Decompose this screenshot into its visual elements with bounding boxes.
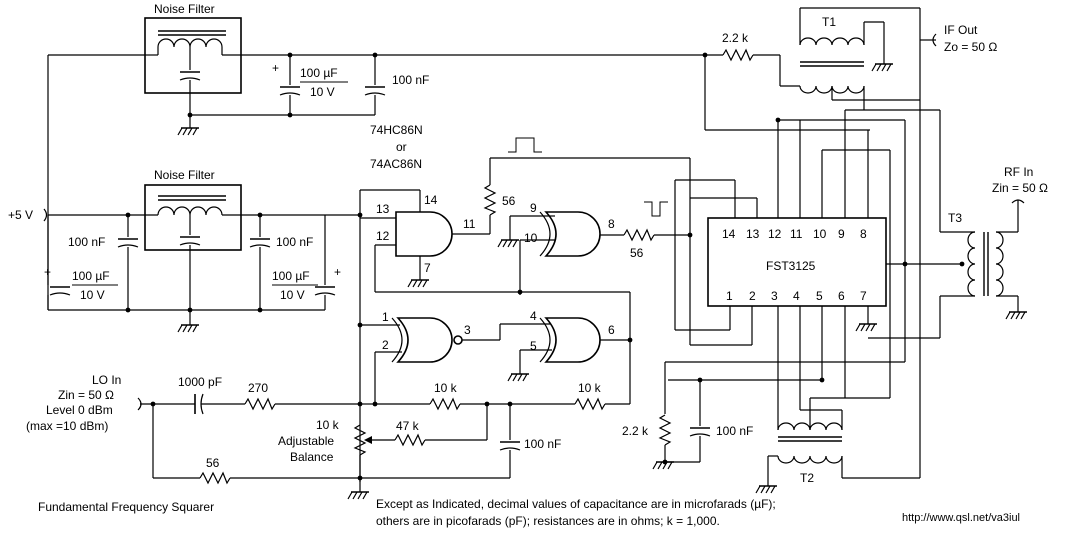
t1-label: T1	[822, 15, 836, 29]
fst-pin-5: 5	[816, 289, 823, 303]
fst-pin-2: 2	[749, 289, 756, 303]
fst-pin-12: 12	[768, 227, 782, 241]
note-line1: Except as Indicated, decimal values of c…	[376, 497, 776, 511]
fst-pin-3: 3	[771, 289, 778, 303]
fst-pin-9: 9	[838, 227, 845, 241]
resistor-56-vert-label: 56	[502, 194, 516, 208]
resistor-10k-mid-label: 10 k	[434, 381, 458, 395]
transformer-t1: T1	[799, 15, 865, 94]
cap-plus-top: +	[272, 61, 279, 75]
cap-right-10v: 10 V	[280, 288, 305, 302]
noise-filter-bottom-label: Noise Filter	[154, 168, 215, 182]
resistor-270-label: 270	[248, 381, 268, 395]
gate4-pin6: 6	[608, 323, 615, 337]
fst-pin-4: 4	[793, 289, 800, 303]
lo-in-line1: LO In	[92, 373, 121, 387]
cap-right-100nf: 100 nF	[276, 235, 313, 249]
cap-top-100nf: 100 nF	[392, 73, 429, 87]
fst-pin-7: 7	[860, 289, 867, 303]
if-out-line2: Zo = 50 Ω	[944, 40, 997, 54]
fst3125-label: FST3125	[766, 259, 816, 273]
gate-ic-line3: 74AC86N	[370, 157, 422, 171]
transformer-t3: T3	[948, 211, 1004, 297]
fst-pin-8: 8	[860, 227, 867, 241]
gate1-pin12: 12	[376, 229, 390, 243]
pot-value-label: 10 k	[316, 418, 340, 432]
resistor-2k2-top-label: 2.2 k	[722, 31, 749, 45]
lo-in-line2: Zin = 50 Ω	[58, 388, 114, 402]
supply-label: +5 V	[8, 208, 33, 222]
gate-ic-line1: 74HC86N	[370, 123, 423, 137]
rf-in-line1: RF In	[1004, 165, 1033, 179]
gate1-pin13: 13	[376, 202, 390, 216]
resistor-10k-right-label: 10 k	[578, 381, 602, 395]
gate2-pin10: 10	[524, 231, 538, 245]
gate4-pin4: 4	[530, 309, 537, 323]
gate-4	[539, 317, 601, 363]
cap-fst-100nf: 100 nF	[716, 424, 753, 438]
fst-pin-1: 1	[726, 289, 733, 303]
cap-balance-100nf: 100 nF	[524, 437, 561, 451]
fst-pin-11: 11	[790, 227, 803, 241]
gate-1	[395, 211, 453, 257]
t2-label: T2	[800, 471, 814, 485]
gate3-pin3: 3	[464, 323, 471, 337]
gate2-pin9: 9	[530, 201, 537, 215]
pot-label-1: Adjustable	[278, 434, 334, 448]
noise-filter-top-label: Noise Filter	[154, 2, 215, 16]
noise-filter-top: Noise Filter	[144, 2, 242, 94]
gate-3	[391, 317, 463, 363]
resistor-2k2-fst-label: 2.2 k	[622, 424, 649, 438]
cap-left-100uf: 100 µF	[72, 269, 110, 283]
caption: Fundamental Frequency Squarer	[38, 500, 214, 514]
resistor-47k-label: 47 k	[396, 419, 420, 433]
source-url: http://www.qsl.net/va3iul	[902, 512, 1020, 524]
gate-ic-line2: or	[396, 140, 407, 154]
fst-pin-10: 10	[813, 227, 827, 241]
gate1-pin14: 14	[424, 193, 438, 207]
gate3-pin1: 1	[382, 310, 389, 324]
gate1-pin11: 11	[463, 217, 476, 231]
transformer-t2: T2	[777, 422, 843, 485]
cap-top-10v: 10 V	[310, 85, 335, 99]
pot-label-2: Balance	[290, 450, 334, 464]
gate2-pin8: 8	[608, 217, 615, 231]
note-line2: others are in picofarads (pF); resistanc…	[376, 514, 720, 528]
resistor-56-horiz-label: 56	[630, 246, 644, 260]
gate3-pin2: 2	[382, 338, 389, 352]
gate1-pin7: 7	[424, 261, 431, 275]
if-out-line1: IF Out	[944, 23, 978, 37]
lo-in-line4: (max =10 dBm)	[26, 419, 108, 433]
noise-filter-bottom: Noise Filter	[144, 168, 242, 251]
fst3125-ic: FST3125 14 13 12 11 10 9 8 1 2 3 4 5 6 7	[707, 217, 887, 307]
rf-in-line2: Zin = 50 Ω	[992, 181, 1048, 195]
cap-plus-right: +	[334, 265, 341, 279]
cap-left-10v: 10 V	[80, 288, 105, 302]
fst-pin-13: 13	[746, 227, 760, 241]
t3-label: T3	[948, 211, 962, 225]
fst-pin-14: 14	[722, 227, 736, 241]
gate4-pin5: 5	[530, 339, 537, 353]
cap-lo-1000pf: 1000 pF	[178, 375, 222, 389]
cap-right-100uf: 100 µF	[272, 269, 310, 283]
lo-in-line3: Level 0 dBm	[46, 403, 113, 417]
cap-left-100nf: 100 nF	[68, 235, 105, 249]
fst-pin-6: 6	[838, 289, 845, 303]
gate-2	[539, 211, 601, 257]
resistor-56-bottom-label: 56	[206, 456, 220, 470]
cap-top-100uf: 100 µF	[300, 66, 338, 80]
